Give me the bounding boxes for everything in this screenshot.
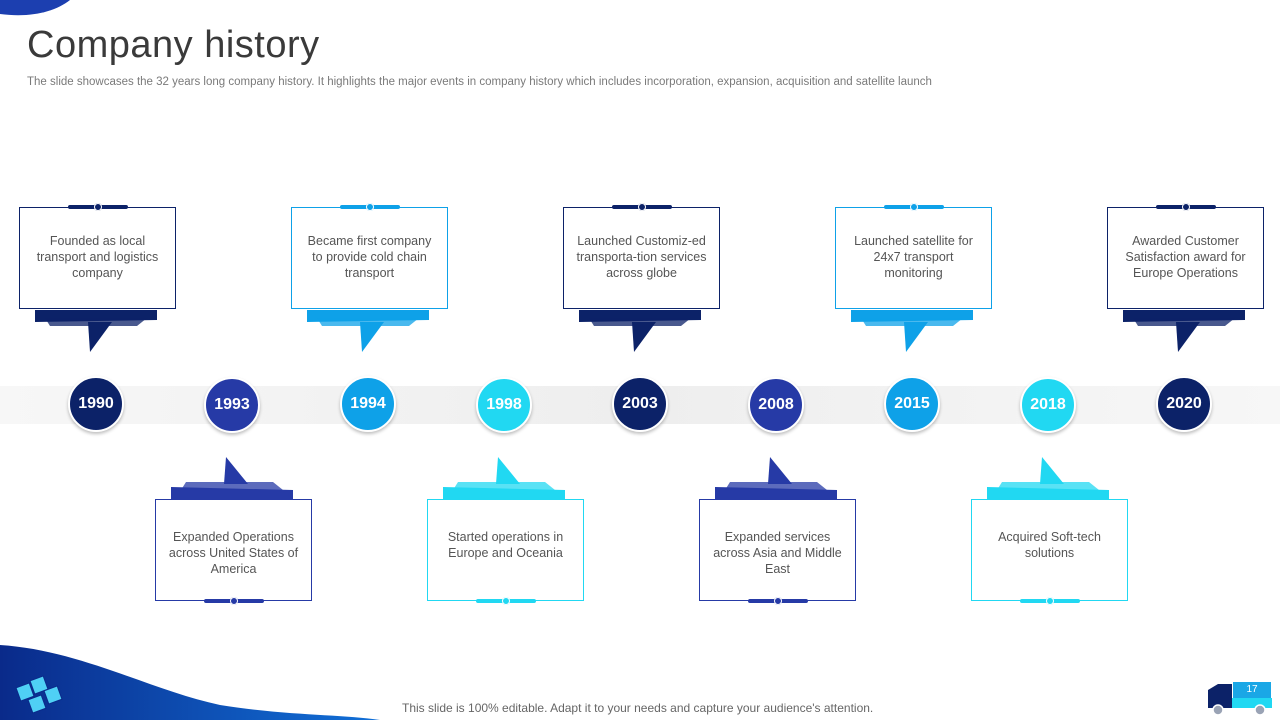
milestone-card: Launched Customiz-ed transporta-tion ser… (563, 203, 720, 309)
card-ribbon (443, 457, 565, 499)
milestone-card: Started operations in Europe and Oceania (427, 499, 584, 605)
card-ribbon (579, 310, 701, 352)
year-circle: 2015 (884, 376, 940, 432)
page-number: 17 (1233, 682, 1271, 698)
milestone-card: Launched satellite for 24x7 transport mo… (835, 203, 992, 309)
milestone-text: Started operations in Europe and Oceania (447, 530, 564, 560)
footer-note: This slide is 100% editable. Adapt it to… (402, 701, 874, 715)
milestone-card: Acquired Soft-tech solutions (971, 499, 1128, 605)
card-pin (204, 597, 264, 605)
card-pin (340, 203, 400, 211)
card-pin (884, 203, 944, 211)
year-circle: 2003 (612, 376, 668, 432)
page-subtitle: The slide showcases the 32 years long co… (27, 76, 932, 88)
year-circle: 2020 (1156, 376, 1212, 432)
card-ribbon (851, 310, 973, 352)
milestone-card: Became first company to provide cold cha… (291, 203, 448, 309)
card-ribbon (1123, 310, 1245, 352)
milestone-text: Awarded Customer Satisfaction award for … (1125, 234, 1246, 280)
card-pin (612, 203, 672, 211)
milestone-card: Awarded Customer Satisfaction award for … (1107, 203, 1264, 309)
card-ribbon (715, 457, 837, 499)
milestone-card: Founded as local transport and logistics… (19, 203, 176, 309)
cubes-logo-icon (15, 675, 63, 714)
card-ribbon (987, 457, 1109, 499)
card-ribbon (307, 310, 429, 352)
milestone-text: Expanded Operations across United States… (168, 530, 299, 576)
milestone-card: Expanded services across Asia and Middle… (699, 499, 856, 605)
card-pin (1020, 597, 1080, 605)
truck-icon (1208, 684, 1272, 716)
year-circle: 1998 (476, 377, 532, 433)
milestone-text: Launched Customiz-ed transporta-tion ser… (576, 234, 707, 280)
card-ribbon (171, 457, 293, 499)
card-pin (748, 597, 808, 605)
page-title: Company history (27, 24, 320, 66)
milestone-text: Acquired Soft-tech solutions (998, 530, 1101, 560)
card-pin (476, 597, 536, 605)
card-pin (68, 203, 128, 211)
year-circle: 2018 (1020, 377, 1076, 433)
year-circle: 1994 (340, 376, 396, 432)
milestone-text: Launched satellite for 24x7 transport mo… (854, 234, 973, 280)
card-ribbon (35, 310, 157, 352)
milestone-text: Expanded services across Asia and Middle… (713, 530, 842, 576)
card-pin (1156, 203, 1216, 211)
milestone-text: Became first company to provide cold cha… (307, 234, 432, 280)
milestone-card: Expanded Operations across United States… (155, 499, 312, 605)
year-circle: 1990 (68, 376, 124, 432)
year-circle: 2008 (748, 377, 804, 433)
year-circle: 1993 (204, 377, 260, 433)
milestone-text: Founded as local transport and logistics… (36, 234, 159, 280)
